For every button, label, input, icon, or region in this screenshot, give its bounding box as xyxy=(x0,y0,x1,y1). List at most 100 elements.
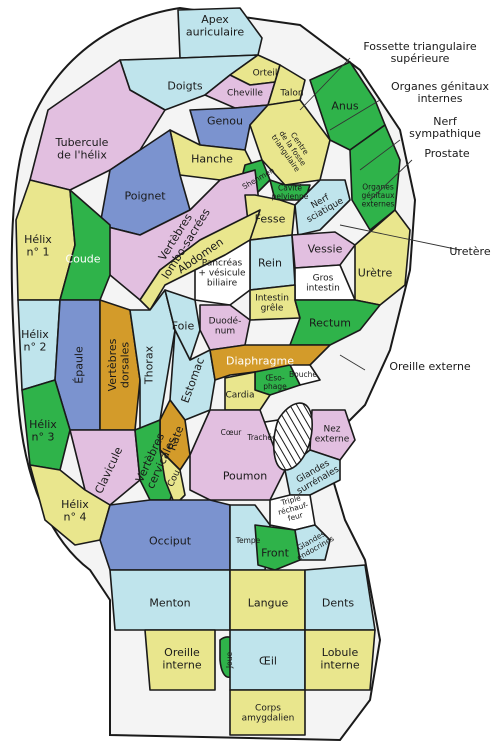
label-line: Vertèbres xyxy=(106,338,119,391)
label-line: Orteil xyxy=(253,69,278,79)
zone-foie xyxy=(164,289,201,361)
label-line: Occiput xyxy=(149,534,192,547)
external-label-uretere: Uretère xyxy=(449,245,490,258)
label-langue: Langue xyxy=(248,596,289,609)
label-line: Cardia xyxy=(225,391,254,401)
label-doigts: Doigts xyxy=(167,79,203,92)
zone-fosse xyxy=(249,99,331,186)
label-line: Corps xyxy=(255,704,281,714)
external-label-line: supérieure xyxy=(391,52,450,65)
label-line: Coude xyxy=(65,252,100,265)
label-line: Rectum xyxy=(309,316,351,329)
label-line: Joue xyxy=(225,652,234,670)
label-duodenum: Duodé-num xyxy=(209,316,242,337)
label-line: Langue xyxy=(248,596,289,609)
zone-layer xyxy=(15,7,411,736)
label-line: externe xyxy=(315,435,350,445)
external-label-line: Prostate xyxy=(424,147,470,160)
label-line: Rein xyxy=(258,256,282,269)
label-line: interne xyxy=(320,659,359,672)
label-line: Gros xyxy=(313,274,334,284)
label-uretre: Urètre xyxy=(358,266,393,279)
label-bouche: Bouche xyxy=(289,370,317,379)
zone-diaphragme xyxy=(209,344,331,381)
zone-talon xyxy=(267,64,306,106)
label-line: grêle xyxy=(261,303,284,314)
label-line: Cavité xyxy=(278,184,302,193)
label-diaphragme: Diaphragme xyxy=(226,354,294,367)
label-line: + vésicule xyxy=(198,268,246,279)
zone-amygdale xyxy=(229,689,306,736)
label-thorax: Thorax xyxy=(142,345,155,385)
label-line: feur xyxy=(287,510,305,523)
zone-rectum xyxy=(289,299,381,346)
label-line: Hélix xyxy=(61,498,89,511)
label-foie: Foie xyxy=(172,319,195,332)
label-line: Apex xyxy=(201,13,229,26)
label-line: Tubercule xyxy=(55,136,109,149)
label-line: Trachée xyxy=(246,433,277,442)
label-oeso: Œso-phage xyxy=(263,374,287,392)
label-fesse: Fesse xyxy=(255,212,286,225)
label-line: Menton xyxy=(149,596,190,609)
label-tempe: Tempe xyxy=(235,536,261,545)
label-line: Tempe xyxy=(235,536,261,545)
label-line: Intestin xyxy=(255,294,289,304)
external-label-line: sympathique xyxy=(409,127,481,140)
label-line: Thorax xyxy=(142,345,155,385)
external-label-prostate: Prostate xyxy=(424,147,470,160)
label-poignet: Poignet xyxy=(124,189,166,202)
label-poumon: Poumon xyxy=(223,469,267,482)
label-triple: Tripleréchauf-feur xyxy=(275,492,312,525)
label-dents: Dents xyxy=(322,596,355,609)
label-line: Lobule xyxy=(322,646,359,659)
label-occiput: Occiput xyxy=(149,534,192,547)
label-rein: Rein xyxy=(258,256,282,269)
label-joue: Joue xyxy=(225,652,234,670)
label-hanche: Hanche xyxy=(191,152,233,165)
label-line: num xyxy=(215,327,235,337)
label-line: Doigts xyxy=(167,79,203,92)
label-line: dorsales xyxy=(119,342,132,389)
zone-lobule xyxy=(304,629,376,691)
zone-helix3 xyxy=(21,379,71,471)
label-line: Anus xyxy=(331,99,358,112)
external-label-line: Fossette triangulaire xyxy=(363,40,476,53)
label-line: Urètre xyxy=(358,266,393,279)
label-line: Épaule xyxy=(72,346,85,384)
label-line: Cœur xyxy=(221,428,243,437)
label-line: Duodé- xyxy=(209,316,242,327)
label-line: Pancréas xyxy=(202,258,243,269)
label-line: Dents xyxy=(322,596,355,609)
zone-vertdors xyxy=(99,299,141,431)
label-line: n° 3 xyxy=(32,431,55,444)
label-vertdors: Vertèbresdorsales xyxy=(106,338,132,391)
label-oeil: Œil xyxy=(259,654,277,667)
hatched-region xyxy=(272,402,313,471)
label-line: phage xyxy=(263,382,287,391)
external-label-oreilleext: Oreille externe xyxy=(389,360,471,373)
label-line: pelvienne xyxy=(272,192,309,201)
label-line: intestin xyxy=(306,284,340,294)
label-trachee: Trachée xyxy=(246,433,277,442)
label-line: Hélix xyxy=(21,328,49,341)
label-line: n° 1 xyxy=(27,246,50,259)
external-label-line: internes xyxy=(418,92,463,105)
label-vessie: Vessie xyxy=(308,242,343,255)
label-coeur: Cœur xyxy=(221,428,243,437)
label-menton: Menton xyxy=(149,596,190,609)
label-orteil: Orteil xyxy=(253,69,278,79)
external-label-line: Organes génitaux xyxy=(391,80,489,93)
label-line: externes xyxy=(362,199,395,208)
